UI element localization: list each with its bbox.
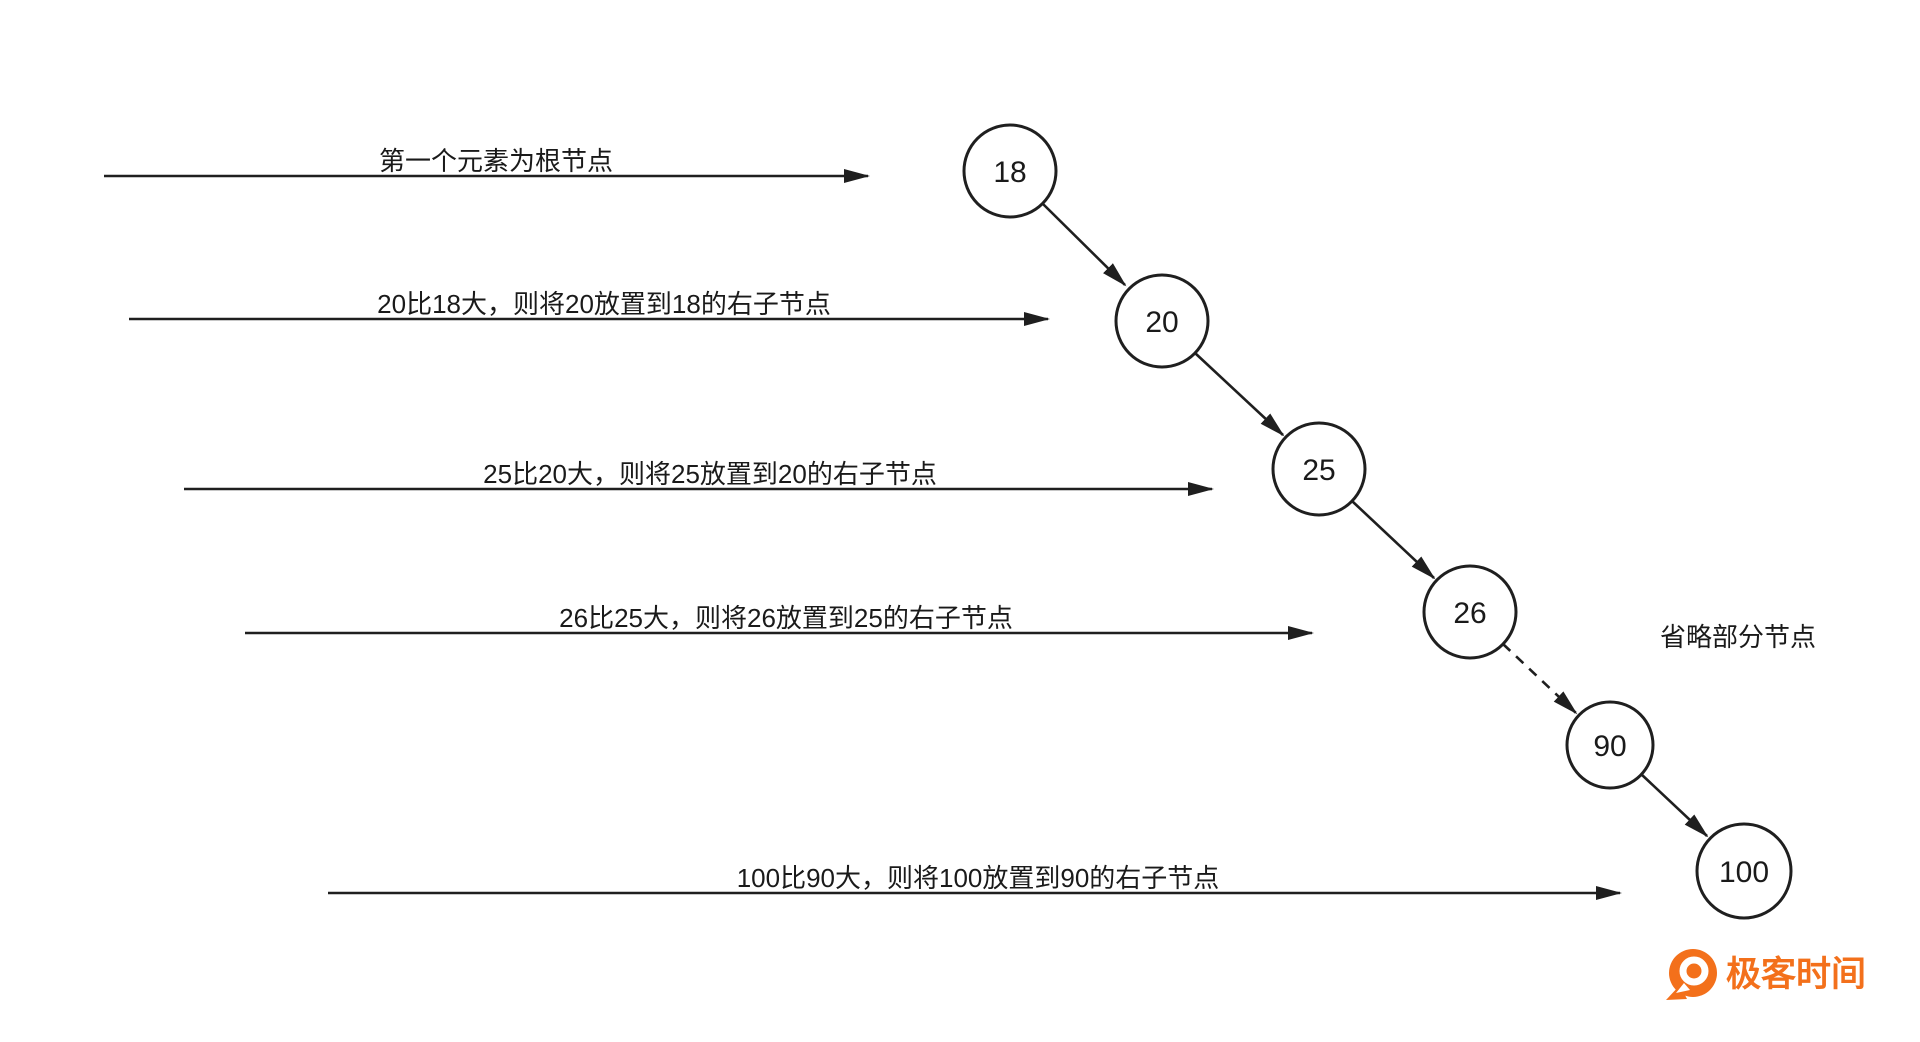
geektime-logo-text: 极客时间 [1726, 954, 1866, 994]
step-annotation-3: 25比20大，则将25放置到20的右子节点 [184, 459, 1214, 496]
edge-90-100 [1640, 773, 1709, 838]
edge-25-26 [1351, 500, 1436, 580]
step-label: 26比25大，则将26放置到25的右子节点 [559, 603, 1013, 633]
step-annotation-4: 26比25大，则将26放置到25的右子节点 [245, 603, 1314, 640]
edge-18-20 [1042, 203, 1127, 287]
node-circle [1565, 700, 1655, 790]
step-annotation-2: 20比18大，则将20放置到18的右子节点 [129, 289, 1050, 326]
step-annotation-1: 第一个元素为根节点 [104, 146, 870, 183]
node-value: 26 [1453, 597, 1486, 630]
node-circle [1114, 273, 1210, 369]
node-value: 100 [1719, 856, 1769, 889]
node-circle [1422, 564, 1518, 660]
geektime-logo-icon [1666, 949, 1717, 1000]
step-label: 100比90大，则将100放置到90的右子节点 [737, 863, 1220, 893]
step-annotation-5: 100比90大，则将100放置到90的右子节点 [328, 863, 1622, 900]
step-label: 第一个元素为根节点 [379, 146, 613, 176]
tree-node-25: 25 [1271, 421, 1367, 517]
node-circle [1695, 822, 1793, 920]
edge-20-25 [1194, 352, 1285, 437]
tree-node-20: 20 [1114, 273, 1210, 369]
geektime-logo: 极客时间 [1666, 949, 1866, 1000]
tree-node-100: 100 [1695, 822, 1793, 920]
step-label: 20比18大，则将20放置到18的右子节点 [377, 289, 831, 319]
node-value: 90 [1593, 730, 1626, 763]
node-value: 25 [1302, 454, 1335, 487]
node-circle [1271, 421, 1367, 517]
logo-q-tail [1676, 983, 1690, 993]
logo-q-ring [1679, 956, 1709, 986]
edge-26-90-omitted-dashed [1502, 643, 1578, 715]
tree-node-90: 90 [1565, 700, 1655, 790]
omitted-nodes-label: 省略部分节点 [1660, 622, 1816, 652]
tree-node-26: 26 [1422, 564, 1518, 660]
node-value: 18 [993, 156, 1026, 189]
tree-node-18: 18 [962, 123, 1058, 219]
logo-bubble [1669, 949, 1717, 997]
node-value: 20 [1145, 306, 1178, 339]
step-label: 25比20大，则将25放置到20的右子节点 [483, 459, 937, 489]
node-circle [962, 123, 1058, 219]
